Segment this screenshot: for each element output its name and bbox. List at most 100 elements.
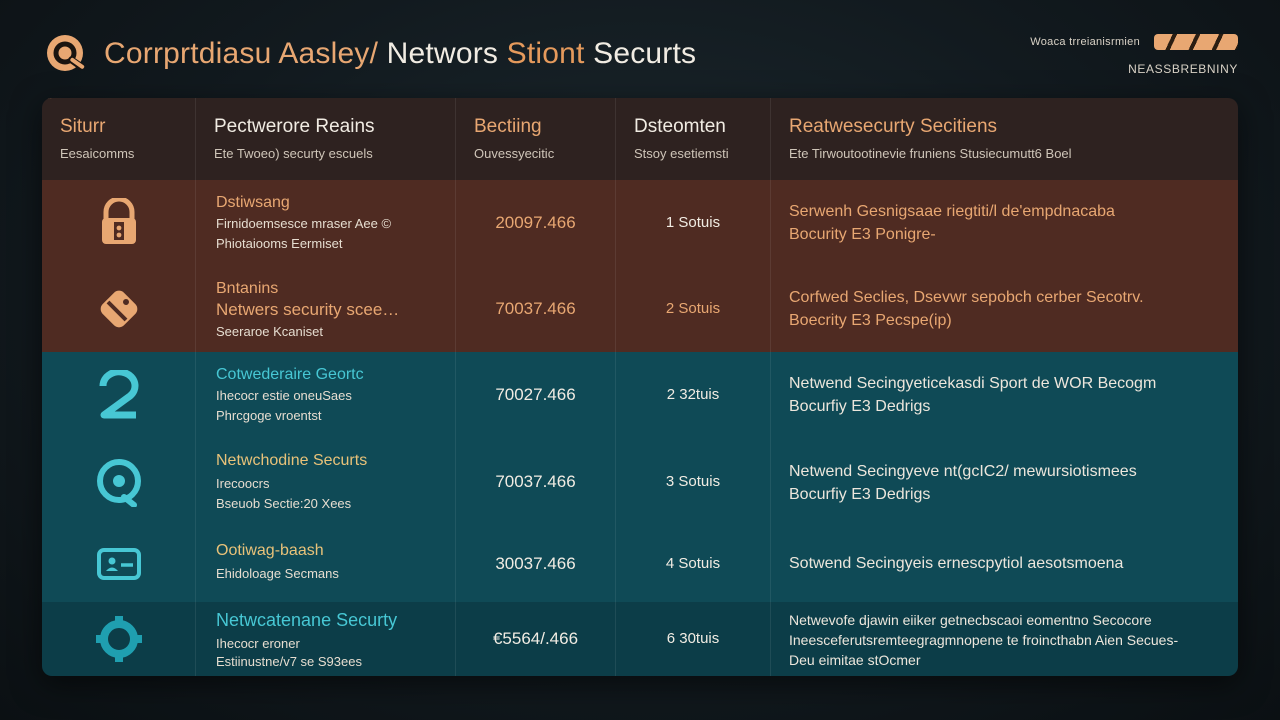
app-logo-icon[interactable] [44,32,90,78]
card-icon [94,539,144,589]
column-header-1[interactable]: Siturr Eesaicomms [42,98,196,180]
service-detail: Seeraroe Kcaniset [216,324,323,339]
description-cell: Netwend Secingyeve nt(gcIC2/ mewursiotis… [771,438,1238,526]
status-count: 1 Sotuis [665,214,721,231]
meta-bottom-text: NEASSBREBNINY [1128,62,1238,76]
column-title: Siturr [60,116,106,137]
service-title: Netwchodine Securts [216,452,368,469]
app-header: Corrprtdiasu Aasley/ Networs Stiont Secu… [44,28,1240,88]
app-title-part-4: Securts [593,37,697,70]
service-title: Bntanins [216,280,279,297]
progress-bar [1154,34,1238,50]
row-icon-cell [42,526,196,602]
description-text: Serwenh Gesnigsaae riegtiti/l de'empdnac… [789,200,1224,246]
app-title-part-2: Networs [386,37,499,70]
service-cell: Bntanins Netwers security scee… Seeraroe… [196,266,456,352]
service-detail: Firnidoemsesce mraser Aee © [216,216,392,231]
app-title: Corrprtdiasu Aasley/ Networs Stiont Secu… [104,36,696,72]
amount-cell: €5564/.466 [456,602,616,676]
description-cell: Sotwend Secingyeis ernescpytiol aesotsmo… [771,526,1238,602]
column-header-4[interactable]: Dsteomten Stsoy esetiemsti [616,98,771,180]
row-icon-cell [42,180,196,266]
service-title: Cotwederaire Geortc [216,366,364,383]
description-line: Netwevofe djawin eiiker getnecbscaoi eom… [789,612,1152,628]
description-line: Deu eimitae stOcmer [789,652,921,668]
amount-value: 20097.466 [495,213,576,232]
service-detail: Ihecocr estie oneuSaes [216,388,352,403]
count-cell: 6 30tuis [616,602,771,676]
description-line: Bocurfiy E3 Dedrigs [789,486,931,503]
description-line: Bocurfiy E3 Dedrigs [789,398,931,415]
service-title: Ootiwag-baash [216,542,324,559]
column-subtitle: Eesaicomms [60,146,135,161]
app-title-part-3: Stiont [506,37,585,70]
count-cell: 2 32tuis [616,352,771,438]
description-line: Corfwed Seclies, Dsevwr sepobch cerber S… [789,289,1144,306]
row-icon-cell [42,438,196,526]
header-meta: Woaca trreianisrmien NEASSBREBNINY [1000,32,1240,82]
description-cell: Serwenh Gesnigsaae riegtiti/l de'empdnac… [771,180,1238,266]
tag-icon [94,284,144,334]
column-header-2[interactable]: Pectwerore Reains Ete Twoeo) securty esc… [196,98,456,180]
service-cell: Netwcatenane Securty Ihecocr eroner Esti… [196,602,456,676]
description-text: Corfwed Seclies, Dsevwr sepobch cerber S… [789,286,1224,332]
amount-value: €5564/.466 [492,629,579,648]
service-cell: Ootiwag-baash Ehidoloage Secmans [196,526,456,602]
description-line: Boecrity E3 Pecspe(ip) [789,312,952,329]
column-header-3[interactable]: Bectiing Ouvessyecitic [456,98,616,180]
table-row[interactable]: Ootiwag-baash Ehidoloage Secmans 30037.4… [42,526,1238,603]
service-detail: Phrcgoge vroentst [216,408,322,423]
table-row[interactable]: Bntanins Netwers security scee… Seeraroe… [42,266,1238,353]
column-title: Pectwerore Reains [214,116,375,137]
service-cell: Netwchodine Securts Irecoocrs Bseuob Sec… [196,438,456,526]
service-detail: Estiinustne/v7 se S93ees [216,654,362,669]
status-count: 4 Sotuis [665,555,721,572]
column-subtitle: Ete Tirwoutootinevie fruniens Stusiecumu… [789,146,1072,161]
column-title: Dsteomten [634,116,726,137]
app-title-part-1: Corrprtdiasu Aasley/ [104,37,379,70]
column-title: Reatwesecurty Secitiens [789,116,998,137]
table-row[interactable]: Cotwederaire Geortc Ihecocr estie oneuSa… [42,352,1238,439]
amount-cell: 30037.466 [456,526,616,602]
count-cell: 3 Sotuis [616,438,771,526]
description-line: Netwend Secingyeticekasdi Sport de WOR B… [789,375,1157,392]
description-cell: Netwend Secingyeticekasdi Sport de WOR B… [771,352,1238,438]
amount-cell: 20097.466 [456,180,616,266]
gear-icon [94,614,144,664]
description-text: Netwend Secingyeticekasdi Sport de WOR B… [789,372,1224,418]
service-cell: Dstiwsang Firnidoemsesce mraser Aee © Ph… [196,180,456,266]
table-header-row: Siturr Eesaicomms Pectwerore Reains Ete … [42,98,1238,181]
service-detail: Netwers security scee… [216,300,400,319]
status-count: 2 Sotuis [665,300,721,317]
lock-icon [94,196,144,248]
column-header-5[interactable]: Reatwesecurty Secitiens Ete Tirwoutootin… [771,98,1238,180]
description-cell: Corfwed Seclies, Dsevwr sepobch cerber S… [771,266,1238,352]
amount-value: 70037.466 [495,299,576,318]
status-count: 3 Sotuis [665,473,721,490]
description-text: Netwend Secingyeve nt(gcIC2/ mewursiotis… [789,460,1224,506]
table-row[interactable]: Netwchodine Securts Irecoocrs Bseuob Sec… [42,438,1238,527]
meta-top-text: Woaca trreianisrmien [1030,36,1140,48]
table-row[interactable]: Dstiwsang Firnidoemsesce mraser Aee © Ph… [42,180,1238,267]
service-cell: Cotwederaire Geortc Ihecocr estie oneuSa… [196,352,456,438]
status-count: 6 30tuis [666,630,720,647]
service-title: Dstiwsang [216,194,290,211]
service-detail: Irecoocrs [216,476,270,491]
amount-value: 70027.466 [495,385,576,404]
column-subtitle: Ete Twoeo) securty escuels [214,146,373,161]
amount-cell: 70027.466 [456,352,616,438]
amount-value: 70037.466 [495,472,576,491]
table-row[interactable]: Netwcatenane Securty Ihecocr eroner Esti… [42,602,1238,676]
column-subtitle: Ouvessyecitic [474,146,555,161]
amount-cell: 70037.466 [456,438,616,526]
description-line: Netwend Secingyeve nt(gcIC2/ mewursiotis… [789,463,1137,480]
security-table: Siturr Eesaicomms Pectwerore Reains Ete … [42,98,1238,676]
progress-bar-fill [1154,34,1238,50]
column-subtitle: Stsoy esetiemsti [634,146,729,161]
description-line: Serwenh Gesnigsaae riegtiti/l de'empdnac… [789,203,1115,220]
description-text: Netwevofe djawin eiiker getnecbscaoi eom… [789,610,1224,670]
service-detail: Bseuob Sectie:20 Xees [216,496,352,511]
row-icon-cell [42,602,196,676]
description-line: Ineesceferutsremteegragmnopene te froinc… [789,632,1179,648]
service-detail: Phiotaiooms Eermiset [216,236,343,251]
